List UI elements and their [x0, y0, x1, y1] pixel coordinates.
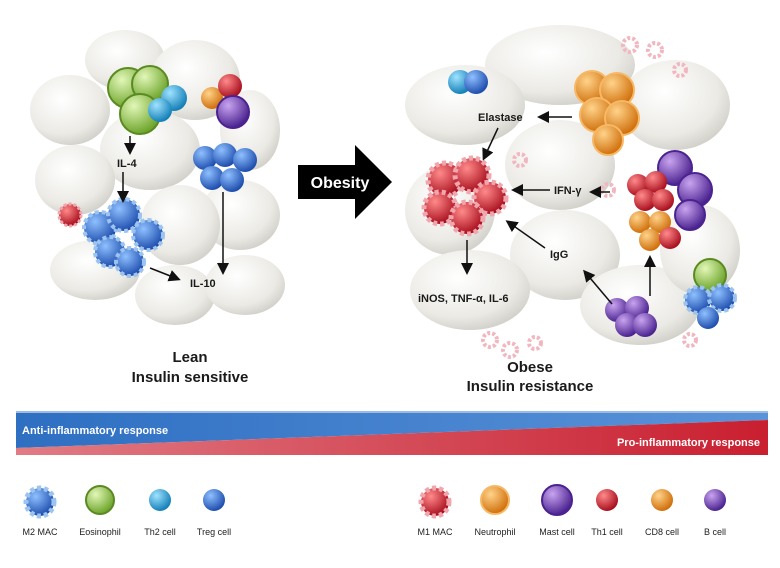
- obese-infiltrating-cells: [481, 36, 698, 359]
- lean-treg-cluster: [193, 143, 257, 192]
- cytokines-label: iNOS, TNF-α, IL-6: [418, 293, 508, 305]
- obese-eosinophil-m2-cluster: [683, 258, 737, 329]
- obese-subtitle: Insulin resistance: [467, 378, 594, 395]
- legend-item-cd8: CD8 cell: [645, 489, 679, 537]
- legend-label: Eosinophil: [79, 527, 121, 537]
- obese-neutrophil-cluster: [574, 70, 640, 156]
- legend-item-b-cell: B cell: [704, 489, 726, 537]
- legend-item-eosinophil: Eosinophil: [79, 485, 121, 537]
- legend-item-m1-mac: M1 MAC: [417, 485, 453, 537]
- il10-label: IL-10: [190, 278, 216, 290]
- lean-eosinophil-cluster: [107, 65, 187, 135]
- obese-th1-cd8-mast-cluster: [627, 150, 713, 251]
- legend-label: Neutrophil: [474, 527, 515, 537]
- th1-cell-icon: [596, 489, 618, 511]
- igg-label: IgG: [550, 249, 568, 261]
- legend-label: Treg cell: [197, 527, 231, 537]
- b-cell-icon: [704, 489, 726, 511]
- legend-item-mast-cell: Mast cell: [539, 484, 575, 537]
- legend-label: CD8 cell: [645, 527, 679, 537]
- obesity-arrow: [298, 145, 392, 219]
- legend-left: M2 MAC Eosinophil Th2 cell Treg cell: [22, 485, 231, 537]
- obese-b-cell-cluster: [605, 296, 657, 337]
- elastase-label: Elastase: [478, 112, 523, 124]
- pro-inflammatory-label: Pro-inflammatory response: [617, 437, 760, 449]
- anti-inflammatory-label: Anti-inflammatory response: [22, 425, 168, 437]
- m2-mac-icon: [23, 485, 57, 519]
- m1-mac-icon: [418, 485, 452, 519]
- treg-cell-icon: [203, 489, 225, 511]
- lean-small-cells: [201, 74, 250, 129]
- legend-item-m2-mac: M2 MAC: [22, 485, 58, 537]
- il4-label: IL-4: [117, 158, 137, 170]
- legend-label: M2 MAC: [22, 527, 58, 537]
- legend-item-neutrophil: Neutrophil: [474, 485, 516, 537]
- response-gradient-bar: [16, 411, 768, 455]
- legend-label: B cell: [704, 527, 726, 537]
- lean-title: Lean: [172, 349, 207, 366]
- legend-item-th2: Th2 cell: [144, 489, 176, 537]
- legend-label: Mast cell: [539, 527, 575, 537]
- obese-th2-pair: [448, 70, 488, 94]
- obese-arrows: [461, 111, 656, 305]
- obesity-label: Obesity: [311, 175, 370, 192]
- ifn-gamma-label: IFN-γ: [554, 185, 582, 197]
- mast-cell-icon: [541, 484, 573, 516]
- lean-subtitle: Insulin sensitive: [132, 369, 249, 386]
- legend-label: Th1 cell: [591, 527, 623, 537]
- obese-title: Obese: [507, 359, 553, 376]
- legend-item-th1: Th1 cell: [591, 489, 623, 537]
- cd8-cell-icon: [651, 489, 673, 511]
- legend-label: M1 MAC: [417, 527, 453, 537]
- legend-item-treg: Treg cell: [197, 489, 231, 537]
- eosinophil-icon: [85, 485, 115, 515]
- obese-m1-mac-cluster: [421, 155, 509, 237]
- legend-label: Th2 cell: [144, 527, 176, 537]
- lean-m2-mac-cluster: [57, 197, 165, 278]
- legend-right: M1 MAC Neutrophil Mast cell Th1 cell CD8…: [417, 484, 726, 537]
- lean-arrows: [117, 136, 229, 282]
- th2-cell-icon: [149, 489, 171, 511]
- neutrophil-icon: [480, 485, 510, 515]
